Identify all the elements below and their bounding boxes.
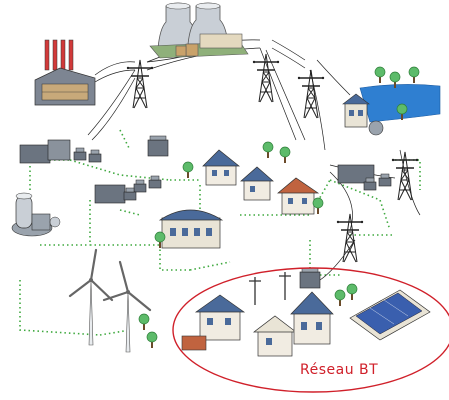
wind-turbine-group xyxy=(68,248,152,353)
low-voltage-zone-buildings xyxy=(181,271,431,357)
house-icon xyxy=(277,177,320,215)
thermal-plant-icon xyxy=(34,39,96,106)
transmission-pylon-icon xyxy=(297,69,325,119)
tree-icon xyxy=(182,161,194,179)
house-icon xyxy=(202,149,240,186)
tree-icon xyxy=(279,146,291,164)
tree-icon xyxy=(262,141,274,159)
house-icon xyxy=(181,294,246,351)
tree-icon xyxy=(334,289,346,307)
village-houses xyxy=(202,149,320,215)
solar-roof-icon xyxy=(349,289,431,341)
transformer-icon xyxy=(147,135,169,157)
hydro-dam-icon xyxy=(342,84,441,136)
tree-icon xyxy=(138,313,150,331)
transformer-icon xyxy=(299,267,321,289)
substation-group xyxy=(19,135,392,289)
tree-icon xyxy=(346,283,358,301)
house-icon xyxy=(252,315,298,357)
tree-icon xyxy=(374,66,386,84)
wind-turbine-icon xyxy=(102,260,152,353)
tree-icon xyxy=(408,66,420,84)
low-voltage-zone-outline xyxy=(172,267,449,393)
school-icon xyxy=(158,209,224,249)
tree-icon xyxy=(312,197,324,215)
transmission-pylon-icon xyxy=(252,53,280,103)
substation-icon xyxy=(94,175,162,204)
low-voltage-zone-label: Réseau BT xyxy=(300,362,379,378)
nuclear-plant-icon xyxy=(149,2,249,59)
house-icon xyxy=(290,291,334,345)
tree-icon xyxy=(146,331,158,349)
transmission-pylon-icon xyxy=(126,59,154,109)
house-icon xyxy=(240,166,274,201)
wind-turbine-icon xyxy=(68,248,114,346)
gas-tank-icon xyxy=(11,192,61,237)
substation-icon xyxy=(337,164,392,191)
transmission-pylon-icon xyxy=(336,213,364,263)
substation-icon xyxy=(19,139,102,164)
